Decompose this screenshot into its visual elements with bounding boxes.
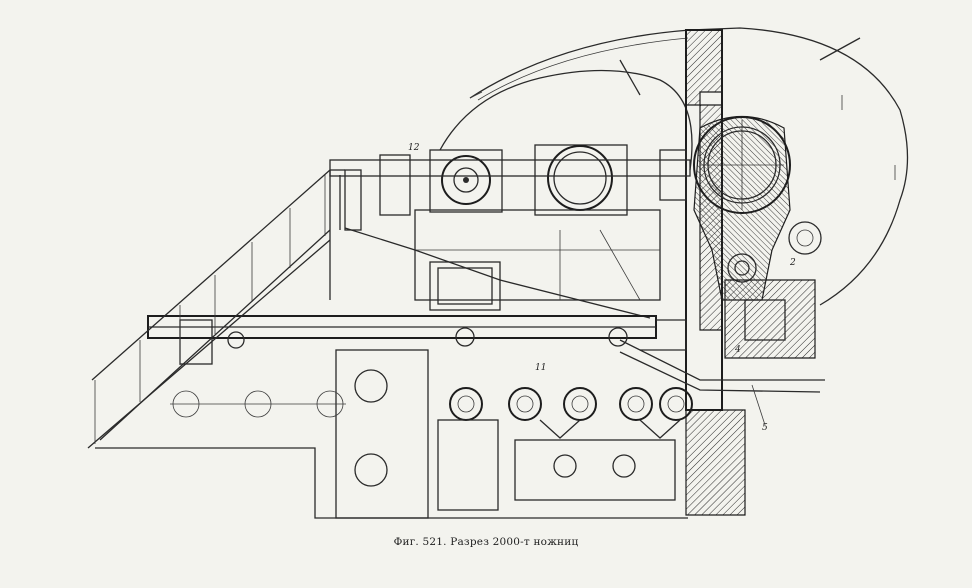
roller-groups — [437, 387, 693, 511]
main-frame — [329, 159, 691, 319]
part-label-2: 2 — [789, 258, 796, 268]
gear-housings — [379, 59, 687, 216]
base-frame — [95, 349, 688, 519]
part-label-5: 5 — [762, 423, 768, 433]
flywheel-guard — [439, 27, 909, 306]
part-label-12: 12 — [408, 143, 420, 153]
knife-beam — [147, 315, 825, 393]
crank-assembly — [693, 115, 822, 359]
staircase — [87, 169, 362, 449]
part-label-4: 4 — [734, 345, 741, 355]
part-label-11: 11 — [535, 363, 546, 373]
figure-caption: Фиг. 521. Разрез 2000-т ножниц — [393, 536, 579, 548]
part-labels: 12 11 4 2 5 — [408, 143, 796, 433]
